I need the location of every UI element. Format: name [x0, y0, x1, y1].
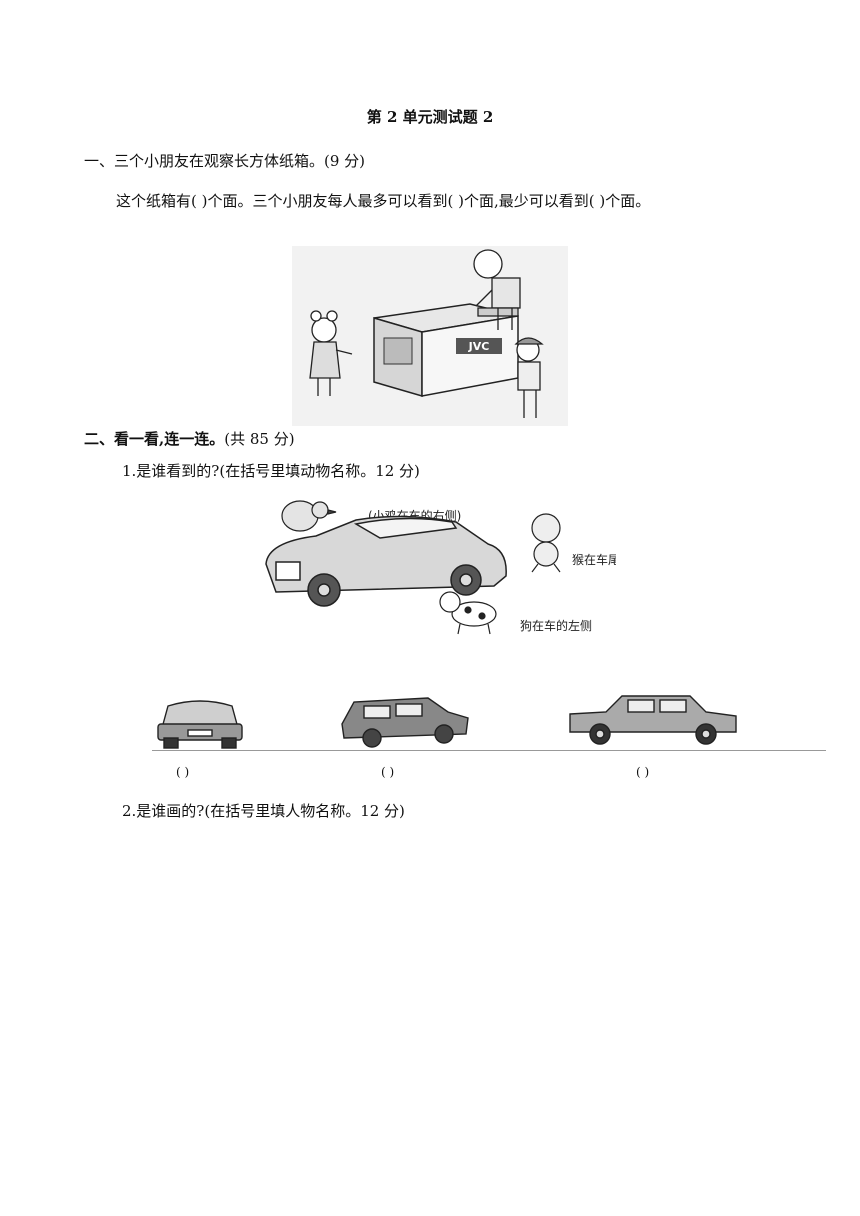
dog-figure	[439, 591, 497, 635]
subquestion-2: 2.是谁画的?(在括号里填人物名称。12 分)	[122, 802, 405, 820]
answer-blank-1[interactable]: ( )	[176, 765, 190, 779]
boy-front-figure	[514, 337, 544, 418]
label-dog: 狗在车的左侧	[520, 618, 592, 633]
question-1-body: 这个纸箱有( )个面。三个小朋友每人最多可以看到( )个面,最少可以看到( )个…	[116, 192, 651, 210]
monkey-figure	[531, 513, 561, 573]
question-2-title: 二、看一看,连一连。	[84, 430, 225, 448]
subquestion-1: 1.是谁看到的?(在括号里填动物名称。12 分)	[122, 462, 420, 480]
question-2-heading: 二、看一看,连一连。(共 85 分)	[84, 428, 295, 449]
ground-line	[152, 750, 826, 751]
car-side-view	[569, 695, 737, 745]
car-front-side-view	[341, 697, 469, 748]
label-monkey: 猴在车尾	[572, 552, 616, 567]
question-2-points: (共 85 分)	[224, 430, 295, 448]
answer-blank-3[interactable]: ( )	[636, 765, 650, 779]
page-title: 第 2 单元测试题 2	[366, 108, 494, 126]
chick-figure	[281, 500, 337, 532]
kids-box-illustration: JVC	[292, 246, 568, 426]
answer-blank-2[interactable]: ( )	[381, 765, 395, 779]
big-car	[265, 515, 507, 607]
cardboard-box: JVC	[373, 303, 519, 397]
box-brand: JVC	[468, 340, 490, 353]
boy-top-figure	[473, 249, 521, 330]
car-rear-view	[157, 700, 243, 749]
question-1-heading: 一、三个小朋友在观察长方体纸箱。(9 分)	[84, 152, 366, 170]
girl-figure	[309, 310, 353, 396]
car-animals-illustration: (小鸡在车的右侧) 猴在车尾 狗在车的左侧	[265, 500, 616, 635]
